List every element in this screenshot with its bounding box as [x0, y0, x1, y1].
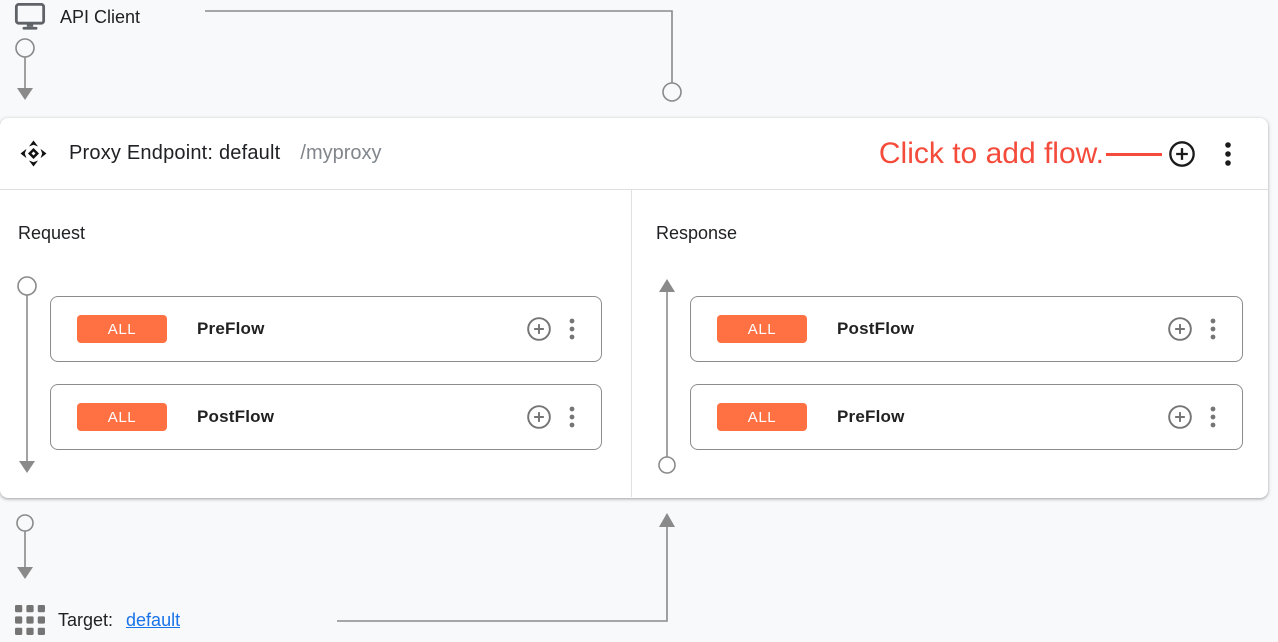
arrow-down-icon [17, 567, 33, 579]
flow-menu-button[interactable] [1208, 316, 1218, 342]
add-policy-button[interactable] [526, 404, 552, 430]
target-endpoint: Target: default [15, 605, 180, 635]
condition-badge: ALL [717, 403, 807, 431]
add-policy-button[interactable] [1167, 316, 1193, 342]
target-default-link[interactable]: default [126, 609, 181, 630]
flow-card-request-postflow[interactable]: ALL PostFlow [50, 384, 602, 450]
add-policy-button[interactable] [526, 316, 552, 342]
target-label: Target: [58, 609, 114, 630]
proxy-endpoint-basepath: /myproxy [300, 142, 382, 164]
target-connector-line [337, 527, 668, 622]
proxy-endpoint-header: Proxy Endpoint: default /myproxy Click t… [0, 118, 1268, 190]
condition-badge: ALL [717, 315, 807, 343]
endpoint-menu-button[interactable] [1222, 140, 1234, 168]
flow-name: PreFlow [837, 407, 905, 426]
condition-badge: ALL [77, 315, 167, 343]
kebab-menu-icon [1210, 318, 1216, 340]
condition-badge: ALL [77, 403, 167, 431]
proxy-endpoint-icon [20, 140, 47, 167]
add-circle-icon [527, 317, 551, 341]
kebab-menu-icon [569, 406, 575, 428]
connector-node [662, 82, 682, 102]
flow-card-request-preflow[interactable]: ALL PreFlow [50, 296, 602, 362]
monitor-icon [14, 3, 46, 30]
flow-name: PostFlow [837, 319, 915, 338]
flow-menu-button[interactable] [567, 316, 577, 342]
add-circle-icon [527, 405, 551, 429]
add-circle-icon [1168, 317, 1192, 341]
proxy-endpoint-body: Request Response ALL PreFlow [0, 190, 1268, 497]
add-circle-icon [1168, 405, 1192, 429]
api-client: API Client [14, 2, 140, 32]
flow-name: PreFlow [197, 319, 265, 338]
add-policy-button[interactable] [1167, 404, 1193, 430]
response-column-label: Response [656, 223, 738, 243]
add-flow-button[interactable] [1168, 140, 1196, 168]
flow-card-response-postflow[interactable]: ALL PostFlow [690, 296, 1243, 362]
flow-menu-button[interactable] [567, 404, 577, 430]
flow-name: PostFlow [197, 407, 275, 426]
api-client-label: API Client [60, 6, 141, 27]
connector-node [15, 38, 35, 58]
kebab-menu-icon [569, 318, 575, 340]
add-flow-annotation: Click to add flow. [878, 136, 1104, 170]
annotation-pointer-line [1106, 153, 1162, 156]
flow-menu-button[interactable] [1208, 404, 1218, 430]
arrow-up-icon [659, 513, 675, 527]
flow-card-response-preflow[interactable]: ALL PreFlow [690, 384, 1243, 450]
connector-node [16, 514, 34, 532]
request-column-label: Request [18, 223, 86, 243]
arrow-down-icon [17, 88, 33, 100]
add-circle-icon [1169, 140, 1195, 167]
proxy-endpoint-panel: Proxy Endpoint: default /myproxy Click t… [0, 118, 1268, 498]
api-client-connector-line [205, 10, 673, 83]
proxy-endpoint-title: Proxy Endpoint: default [69, 142, 281, 164]
kebab-menu-icon [1225, 141, 1231, 166]
kebab-menu-icon [1210, 406, 1216, 428]
apps-grid-icon [15, 605, 45, 635]
column-divider [631, 190, 632, 497]
